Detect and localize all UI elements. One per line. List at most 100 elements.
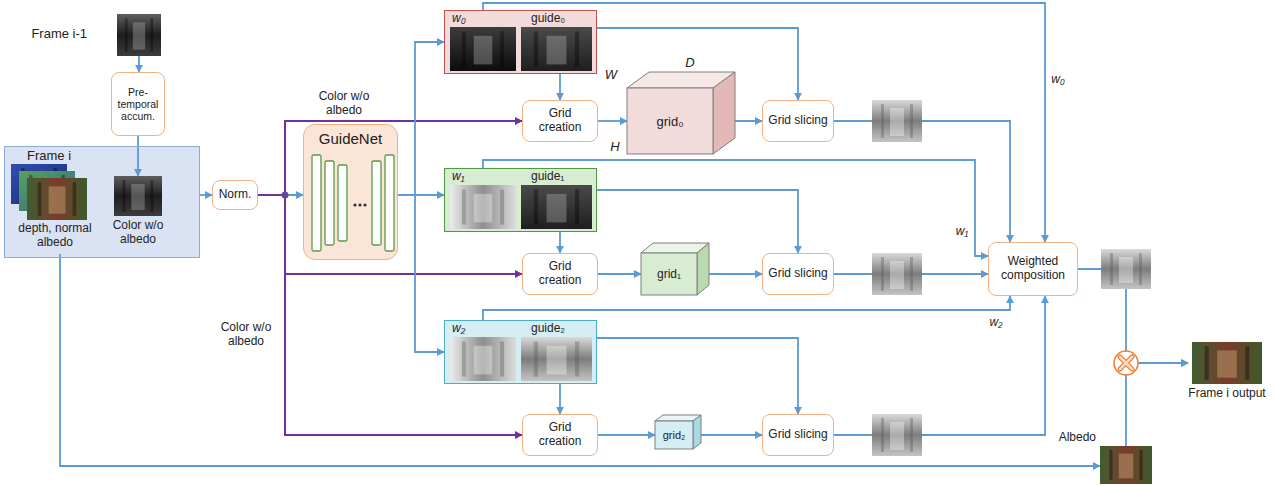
image-thumbnail <box>872 414 922 456</box>
process-box: Grid slicing <box>762 100 834 142</box>
albedo-image: Albedo <box>1100 446 1152 484</box>
image-detail <box>131 184 144 210</box>
image-thumbnail <box>521 185 592 229</box>
dimension-label-holder: H <box>605 139 625 154</box>
node-label: Frame i <box>27 148 71 163</box>
connector-arrow <box>200 194 212 196</box>
label-holder: w₂ <box>452 321 465 335</box>
connector-arrow <box>398 195 444 352</box>
output-frame: Frame i output <box>1188 342 1266 422</box>
image-detail <box>1119 257 1133 283</box>
guide-group: w₂ guide₂ <box>444 320 597 384</box>
label-holder: guide₀ <box>531 11 565 25</box>
network-layer <box>312 155 321 251</box>
guide-group: w₁ guide₁ <box>444 168 597 232</box>
sliced-output-image <box>872 414 922 456</box>
connector-arrow <box>559 232 561 253</box>
connector-arrow <box>598 434 655 436</box>
node-label: guide₁ <box>531 169 564 183</box>
dimension-label: H <box>605 139 625 154</box>
image-detail <box>534 189 538 224</box>
image-detail <box>150 180 153 212</box>
image-thumbnail <box>450 337 516 381</box>
multiply-symbol <box>1120 357 1132 369</box>
image-detail <box>133 22 145 49</box>
process-box: Grid slicing <box>762 414 834 456</box>
image-detail <box>1139 253 1142 285</box>
image-detail <box>1119 454 1134 479</box>
label-holder: w₀ <box>452 11 466 25</box>
image-detail <box>474 36 492 65</box>
node-label: Grid slicing <box>768 428 827 442</box>
image-thumbnail <box>1192 342 1262 384</box>
image-detail <box>1140 450 1143 480</box>
connector-arrow <box>1126 363 1188 446</box>
junction-dot <box>282 192 289 199</box>
connector-arrow <box>598 273 641 275</box>
image-detail <box>1110 253 1113 285</box>
image-detail <box>1109 450 1112 480</box>
image-thumbnail <box>1100 446 1152 484</box>
image-detail <box>73 182 77 216</box>
label-holder: guide₁ <box>531 169 564 183</box>
image-detail <box>890 261 904 289</box>
image-detail <box>547 346 567 375</box>
node-label: Grid creation <box>526 260 594 288</box>
cube-front <box>655 421 693 449</box>
network-layer <box>372 161 381 245</box>
connector-arrow <box>483 160 988 256</box>
image-detail <box>910 104 913 138</box>
image-thumbnail <box>872 253 922 295</box>
image-detail <box>125 18 128 52</box>
buffer-stack: depth, normal albedo <box>9 164 101 254</box>
cube-side <box>713 72 735 154</box>
edge-label: w₁ <box>951 225 973 239</box>
edge-label-holder: w₂ <box>985 316 1007 330</box>
connector-arrow <box>598 120 627 122</box>
guide-group: w₀ guide₀ <box>444 10 597 74</box>
label-holder: w₁ <box>452 169 464 183</box>
node-label: guide₂ <box>531 321 565 335</box>
image-detail <box>38 182 42 216</box>
image-detail <box>547 194 567 223</box>
image-detail <box>1245 346 1249 380</box>
image-detail <box>881 104 884 138</box>
bilateral-grid: grid₂ <box>655 421 693 449</box>
node-label: grid₂ <box>663 429 686 441</box>
color-buffer: Color w/o albedo <box>103 176 173 248</box>
image-holder <box>445 169 598 233</box>
dimension-label-holder: D <box>680 55 700 70</box>
node-label: grid₀ <box>656 114 683 129</box>
edge-label: Color w/o albedo <box>215 321 277 349</box>
edge-label-holder: Color w/o albedo <box>313 90 375 118</box>
image-detail <box>890 422 904 450</box>
edge-label: w₂ <box>985 316 1007 330</box>
node-label: w₁ <box>452 169 464 183</box>
node-label: Albedo <box>1059 430 1096 444</box>
network-box: GuideNet <box>303 124 398 260</box>
image-detail <box>462 341 466 376</box>
dimension-label-holder: W <box>601 67 621 82</box>
image-holder <box>117 14 161 56</box>
network-layer <box>338 165 347 241</box>
node-label: Grid creation <box>526 421 594 449</box>
label-holder: Frame i-1 <box>31 26 87 41</box>
connector-arrow <box>693 434 762 436</box>
process-box: Pre-temporal accum. <box>111 72 165 136</box>
bilateral-grid: grid₀ <box>627 88 713 154</box>
image-detail <box>474 194 492 223</box>
edge-label-holder: w₀ <box>1047 73 1069 87</box>
connector-arrow <box>559 74 561 100</box>
node-label: w₂ <box>452 321 465 335</box>
image-detail <box>534 341 538 376</box>
image-thumbnail <box>27 178 87 220</box>
sliced-output-image <box>872 253 922 295</box>
image-detail <box>462 31 466 66</box>
process-box: Norm. <box>212 180 258 210</box>
connector-arrow <box>483 3 1045 242</box>
label-holder: guide₂ <box>531 321 565 335</box>
image-holder <box>1100 446 1152 484</box>
image-detail <box>1205 346 1209 380</box>
